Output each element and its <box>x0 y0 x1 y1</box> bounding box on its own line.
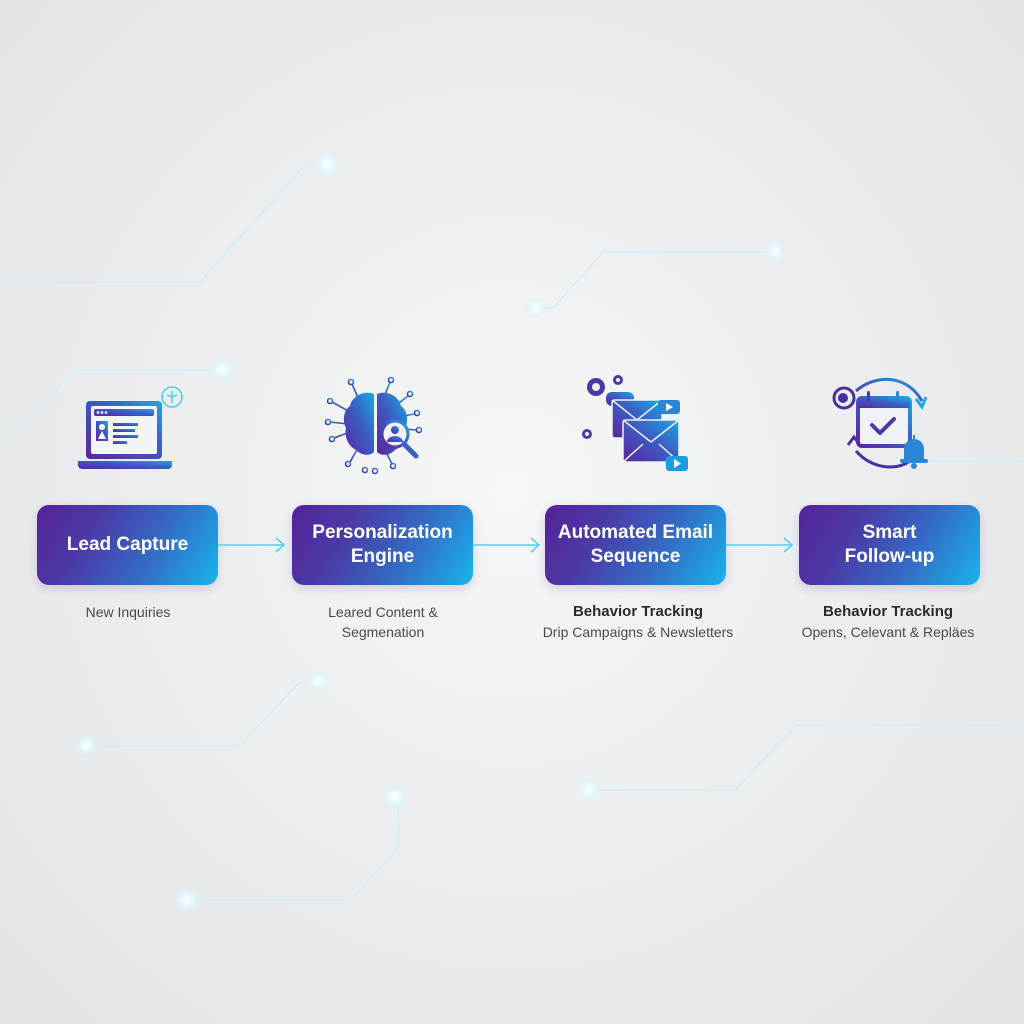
step-title-line1: Personalization <box>312 522 453 543</box>
step-title-line2: Sequence <box>590 546 681 567</box>
caption-line: Leared Content & <box>328 604 438 620</box>
step-personalization-engine[interactable]: Personalization Engine <box>292 505 473 585</box>
step-lead-capture[interactable]: Lead Capture <box>37 505 218 585</box>
caption-line: Segmenation <box>341 624 425 640</box>
caption-line: Drip Campaigns & Newsletters <box>542 624 734 640</box>
caption-line: Opens, Celevant & Repläes <box>801 624 975 640</box>
step-caption: Behavior Tracking Drip Campaigns & Newsl… <box>528 602 748 642</box>
step-caption: New Inquiries <box>18 602 238 622</box>
step-smart-follow-up[interactable]: Smart Follow-up <box>799 505 980 585</box>
brain-search-icon <box>324 376 423 475</box>
step-caption: Leared Content & Segmenation <box>273 602 493 642</box>
step-title-line2: Engine <box>350 546 415 567</box>
step-title-line1: Automated Email <box>557 522 714 543</box>
arrow-right-icon <box>726 537 794 553</box>
step-title-line1: Smart <box>862 522 917 543</box>
arrow-right-icon <box>473 537 541 553</box>
laptop-form-icon <box>78 386 183 469</box>
caption-heading: Behavior Tracking <box>572 603 704 620</box>
caption-line: New Inquiries <box>85 604 171 620</box>
step-title-line2: Follow-up <box>844 546 935 567</box>
email-gears-icon <box>582 375 688 471</box>
arrow-right-icon <box>218 537 286 553</box>
caption-heading: Behavior Tracking <box>822 603 954 620</box>
step-automated-email-sequence[interactable]: Automated Email Sequence <box>545 505 726 585</box>
calendar-bell-cycle-icon <box>832 378 928 469</box>
step-title-line1: Lead Capture <box>66 534 189 555</box>
step-caption: Behavior Tracking Opens, Celevant & Repl… <box>778 602 998 642</box>
